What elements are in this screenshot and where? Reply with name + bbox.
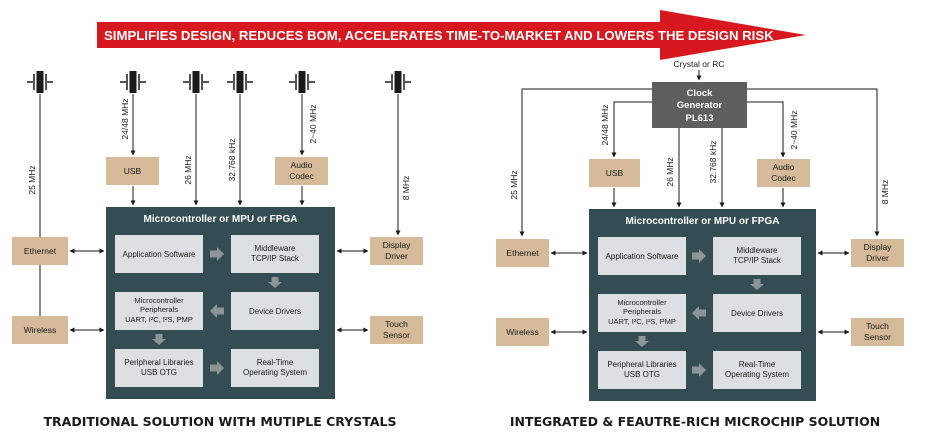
freq-label: 2~40 MHz bbox=[308, 105, 318, 144]
left-diagram: Microcontroller or MPU or FPGA 25 MHz 24… bbox=[12, 70, 423, 429]
usb-box bbox=[106, 157, 159, 185]
peripheral-libraries-label: USB OTG bbox=[624, 370, 660, 379]
usb-label: USB bbox=[124, 166, 142, 176]
mcu-peripherals-label: UART, I²C, I²S, PMP bbox=[125, 315, 193, 324]
usb-box bbox=[589, 159, 640, 187]
display-driver-box bbox=[851, 239, 904, 267]
display-driver-box bbox=[370, 237, 423, 265]
mcu-peripherals-label: Microcontroller bbox=[134, 296, 184, 305]
usb-label: USB bbox=[606, 168, 624, 178]
audio-codec-label: Codec bbox=[289, 171, 314, 181]
app-software-box bbox=[598, 237, 686, 275]
freq-label: 26 MHz bbox=[183, 155, 193, 184]
rtos-label: Operating System bbox=[725, 370, 789, 379]
middleware-box bbox=[713, 237, 801, 275]
peripheral-libraries-box bbox=[115, 349, 203, 387]
wireless-box bbox=[12, 316, 68, 344]
audio-codec-label: Audio bbox=[773, 162, 795, 172]
freq-label: 32.768 kHz bbox=[227, 139, 237, 182]
touch-sensor-label: Sensor bbox=[864, 332, 891, 342]
mcu-peripherals-label: Peripherals bbox=[140, 305, 178, 314]
rtos-box bbox=[713, 351, 801, 389]
right-diagram: Crystal or RC Clock Generator PL613 Micr… bbox=[496, 59, 904, 429]
middleware-label: Middleware bbox=[255, 244, 296, 253]
middleware-box bbox=[231, 235, 319, 273]
crystal-icon bbox=[226, 70, 254, 94]
wireless-label: Wireless bbox=[506, 327, 539, 337]
mcu-peripherals-label: Microcontroller bbox=[617, 298, 667, 307]
clock-generator-label: Clock bbox=[687, 88, 714, 99]
audio-codec-box bbox=[757, 159, 810, 187]
right-caption: INTEGRATED & FEAUTRE-RICH MICROCHIP SOLU… bbox=[510, 414, 880, 429]
freq-label: 25 MHz bbox=[509, 170, 519, 199]
peripheral-libraries-label: Peripheral Libraries bbox=[607, 360, 676, 369]
mcu-peripherals-box bbox=[598, 294, 686, 332]
crystal-icon bbox=[182, 70, 210, 94]
rtos-label: Operating System bbox=[243, 368, 307, 377]
mcu-peripherals-label: UART, I²C, I²S, PMP bbox=[608, 317, 676, 326]
freq-label: 32.768 kHz bbox=[708, 141, 718, 184]
ethernet-box bbox=[12, 237, 68, 265]
audio-codec-box bbox=[275, 157, 328, 185]
ethernet-label: Ethernet bbox=[506, 248, 539, 258]
mcu-peripherals-label: Peripherals bbox=[623, 307, 661, 316]
clock-generator-box bbox=[652, 82, 747, 128]
touch-sensor-label: Touch bbox=[866, 321, 889, 331]
touch-sensor-box bbox=[370, 316, 423, 344]
rtos-label: Real-Time bbox=[257, 358, 294, 367]
middleware-label: TCP/IP Stack bbox=[733, 256, 782, 265]
ethernet-label: Ethernet bbox=[24, 246, 57, 256]
app-software-label: Application Software bbox=[123, 250, 196, 259]
left-caption: TRADITIONAL SOLUTION WITH MUTIPLE CRYSTA… bbox=[44, 414, 397, 429]
display-driver-label: Display bbox=[864, 242, 893, 252]
middleware-label: TCP/IP Stack bbox=[251, 254, 300, 263]
display-driver-label: Display bbox=[383, 240, 412, 250]
crystal-icon bbox=[26, 70, 54, 94]
crystal-or-rc-label: Crystal or RC bbox=[673, 59, 724, 69]
device-drivers-label: Device Drivers bbox=[249, 307, 301, 316]
crystal-icon bbox=[384, 70, 412, 94]
crystal-icon bbox=[119, 70, 147, 94]
peripheral-libraries-box bbox=[598, 351, 686, 389]
audio-codec-label: Audio bbox=[291, 160, 313, 170]
touch-sensor-label: Touch bbox=[385, 319, 408, 329]
touch-sensor-box bbox=[851, 318, 904, 346]
peripheral-libraries-label: Peripheral Libraries bbox=[124, 358, 193, 367]
display-driver-label: Driver bbox=[866, 253, 889, 263]
ethernet-box bbox=[496, 239, 549, 267]
touch-sensor-label: Sensor bbox=[383, 330, 410, 340]
freq-label: 24/48 MHz bbox=[120, 98, 130, 139]
wireless-label: Wireless bbox=[24, 325, 57, 335]
freq-label: 2~40 MHz bbox=[789, 111, 799, 150]
rtos-label: Real-Time bbox=[739, 360, 776, 369]
mcu-title: Microcontroller or MPU or FPGA bbox=[626, 216, 780, 227]
freq-label: 25 MHz bbox=[27, 165, 37, 194]
middleware-label: Middleware bbox=[737, 246, 778, 255]
clock-generator-label: Generator bbox=[677, 100, 723, 111]
mcu-peripherals-box bbox=[115, 292, 203, 330]
device-drivers-box bbox=[231, 292, 319, 330]
freq-label: 8 MHz bbox=[880, 180, 890, 205]
banner-arrow bbox=[97, 10, 806, 60]
freq-label: 24/48 MHz bbox=[600, 104, 610, 145]
device-drivers-box bbox=[713, 294, 801, 332]
mcu-title: Microcontroller or MPU or FPGA bbox=[144, 214, 298, 225]
rtos-box bbox=[231, 349, 319, 387]
app-software-label: Application Software bbox=[606, 252, 679, 261]
peripheral-libraries-label: USB OTG bbox=[141, 368, 177, 377]
display-driver-label: Driver bbox=[385, 251, 408, 261]
audio-codec-label: Codec bbox=[771, 173, 796, 183]
clock-generator-label: PL613 bbox=[686, 113, 714, 124]
freq-label: 26 MHz bbox=[665, 157, 675, 186]
banner-text: SIMPLIFIES DESIGN, REDUCES BOM, ACCELERA… bbox=[104, 28, 774, 43]
crystal-icon bbox=[288, 70, 316, 94]
device-drivers-label: Device Drivers bbox=[731, 309, 783, 318]
app-software-box bbox=[115, 235, 203, 273]
wireless-box bbox=[496, 318, 549, 346]
freq-label: 8 MHz bbox=[401, 176, 411, 201]
